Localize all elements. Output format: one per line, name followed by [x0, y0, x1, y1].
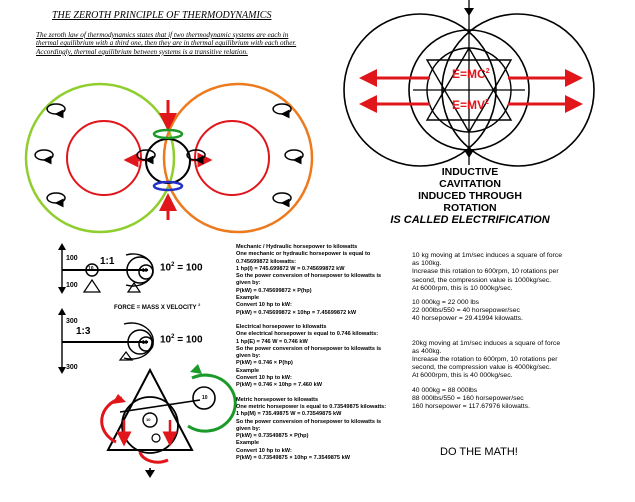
calc-line: 22 000lbs/550 = 40 horsepower/sec: [412, 307, 520, 315]
gear-ratio-1to3: [58, 308, 154, 374]
conversion-line: Convert 10 hp to kW:: [236, 302, 292, 309]
calc-block-1: 10 kg moving at 1m/sec induces a square …: [412, 252, 622, 293]
wheel-a-label-3: 10: [202, 395, 208, 401]
conversion-line: Convert 10 hp to kW:: [236, 447, 292, 454]
conversion-line: P(kW) = 0.746 × 10hp = 7.460 kW: [236, 382, 322, 389]
calc-line: 88 000lbs/550 = 160 horsepower/sec: [412, 394, 524, 402]
equation-emv2: E=MV2: [452, 98, 489, 112]
calc-line: 40 horsepower = 29.41994 kilowatts.: [412, 315, 523, 323]
force-formula: FORCE = MASS X VELOCITY 2: [114, 302, 201, 311]
conversion-line: 1 hp(E) = 746 W = 0.746 kW: [236, 338, 308, 345]
calc-line: At 6000rpm, this is 10 000kg/sec.: [412, 284, 513, 292]
cavitation-heading: INDUCTIVE CAVITATION INDUCED THROUGH ROT…: [360, 166, 580, 226]
conversion-line: Example: [236, 295, 260, 302]
calc-line: second, the compression value is 4000kg/…: [412, 364, 552, 372]
conversion-line: given by:: [236, 353, 261, 360]
center-black-circle: [145, 138, 191, 184]
conversion-block-electrical: Electrical horsepower to kilowatts One e…: [236, 324, 401, 390]
ratio-label-2: 1:3: [76, 326, 91, 337]
calc-block-2: 10 000kg = 22 000 lbs 22 000lbs/550 = 40…: [412, 299, 622, 324]
wheel-small-label-2: 10: [142, 340, 148, 346]
conversion-line: 0.745699872 kilowatts:: [236, 258, 297, 265]
cavitation-line-4: ROTATION: [443, 202, 497, 214]
calc-line: Increase the rotation to 600rpm, 10 rota…: [412, 356, 558, 364]
rotation-triangle-diagram: [100, 364, 237, 478]
conversion-block-mechanic: Mechanic / Hydraulic horsepower to kilow…: [236, 244, 401, 317]
axis-top-2: 300: [66, 318, 78, 325]
calc-line: 10 000kg = 22 000 lbs: [412, 299, 480, 307]
cavitation-line-3: INDUCED THROUGH: [418, 190, 522, 202]
calc-block-3: 20kg moving at 1m/sec induces a square o…: [412, 340, 622, 381]
conversion-heading: Metric horsepower to kilowatts: [236, 396, 319, 403]
conversion-line: P(kW) = 0.73549875 × P(hp): [236, 433, 309, 440]
calc-line: 160 horsepower = 117.67976 kilowatts.: [412, 403, 530, 411]
orange-system-circle: [162, 82, 314, 234]
intro-text: The zeroth law of thermodynamics states …: [36, 31, 297, 56]
conversion-line: One electrical horsepower is equal to 0.…: [236, 331, 379, 338]
calc-line: At 6000rpm, this is 40 000kg/sec.: [412, 372, 513, 380]
conversion-line: P(kW) = 0.745699872 × 10hp = 7.45699872 …: [236, 309, 357, 316]
cavitation-line-1: INDUCTIVE: [441, 166, 499, 178]
conversion-line: 1 hp(M) = 735.49875 W = 0.73549875 kW: [236, 411, 342, 418]
calc-line: second, the compression value is 1000kg/…: [412, 276, 552, 284]
left-red-circle: [66, 120, 142, 196]
conversion-block-metric: Metric horsepower to kilowatts One metri…: [236, 397, 401, 463]
conversion-line: So the power conversion of horsepower to…: [236, 345, 382, 352]
conversion-line: P(kW) = 0.745699872 × P(hp): [236, 287, 312, 294]
right-red-circle: [194, 120, 270, 196]
calc-block-4: 40 000kg = 88 000lbs 88 000lbs/550 = 160…: [412, 387, 622, 412]
calc-line: Increase this rotation to 600rpm, 10 rot…: [412, 268, 559, 276]
conversion-line: Convert 10 hp to kW:: [236, 375, 292, 382]
axis-top-1: 100: [66, 255, 78, 262]
calculation-panel: 10 kg moving at 1m/sec induces a square …: [412, 252, 622, 411]
axis-bottom-1: 100: [66, 282, 78, 289]
ratio-label-1: 1:1: [100, 256, 115, 267]
gear-ratio-1to1: [58, 243, 154, 294]
power-label-2: 102 = 100: [160, 334, 203, 346]
power-label-1: 102 = 100: [160, 262, 203, 274]
blue-spin-ring: [152, 180, 184, 192]
conversion-line: given by:: [236, 280, 261, 287]
wheel-small-label-1: 10: [88, 266, 94, 272]
axis-bottom-2: 300: [66, 364, 78, 371]
green-system-circle: [24, 82, 176, 234]
calc-line: as 400kg.: [412, 347, 442, 355]
page-title: THE ZEROTH PRINCIPLE OF THERMODYNAMICS: [52, 10, 272, 21]
wheel-b-label-3: 10: [146, 417, 151, 422]
energy-equation-diagram: E=MC2 E=MV2: [343, 0, 595, 167]
green-spin-ring: [152, 128, 184, 140]
conversion-heading: Electrical horsepower to kilowatts: [236, 323, 327, 330]
conversion-line: 1 hp(I) = 745.699872 W = 0.745699872 kW: [236, 265, 345, 272]
calc-line: 10 kg moving at 1m/sec induces a square …: [412, 252, 562, 259]
calc-line: 20kg moving at 1m/sec induces a square o…: [412, 339, 561, 347]
conversion-line: Example: [236, 367, 260, 374]
cavitation-line-2: CAVITATION: [439, 178, 501, 190]
do-the-math-footer: DO THE MATH!: [440, 446, 518, 458]
conversion-line: P(kW) = 0.73549875 × 10hp = 7.3549875 kW: [236, 455, 350, 462]
calc-line: 40 000kg = 88 000lbs: [412, 386, 478, 394]
zeroth-law-diagram: [24, 82, 314, 234]
cavitation-final: IS CALLED ELECTRIFICATION: [390, 214, 550, 226]
conversion-line: So the power conversion of horsepower to…: [236, 273, 382, 280]
conversion-line: One metric horsepower is equal to 0.7354…: [236, 403, 387, 410]
conversion-line: P(kW) = 0.746 × P(hp): [236, 360, 293, 367]
equation-emc2: E=MC2: [452, 67, 490, 81]
conversion-line: given by:: [236, 425, 261, 432]
conversion-panel: Mechanic / Hydraulic horsepower to kilow…: [236, 244, 401, 462]
conversion-line: One mechanic or hydraulic horsepower is …: [236, 251, 371, 258]
conversion-line: Example: [236, 440, 260, 447]
conversion-line: So the power conversion of horsepower to…: [236, 418, 382, 425]
calc-line: as 100kg.: [412, 260, 442, 268]
conversion-heading: Mechanic / Hydraulic horsepower to kilow…: [236, 244, 358, 250]
wheel-big-label-1: 10: [142, 268, 148, 274]
